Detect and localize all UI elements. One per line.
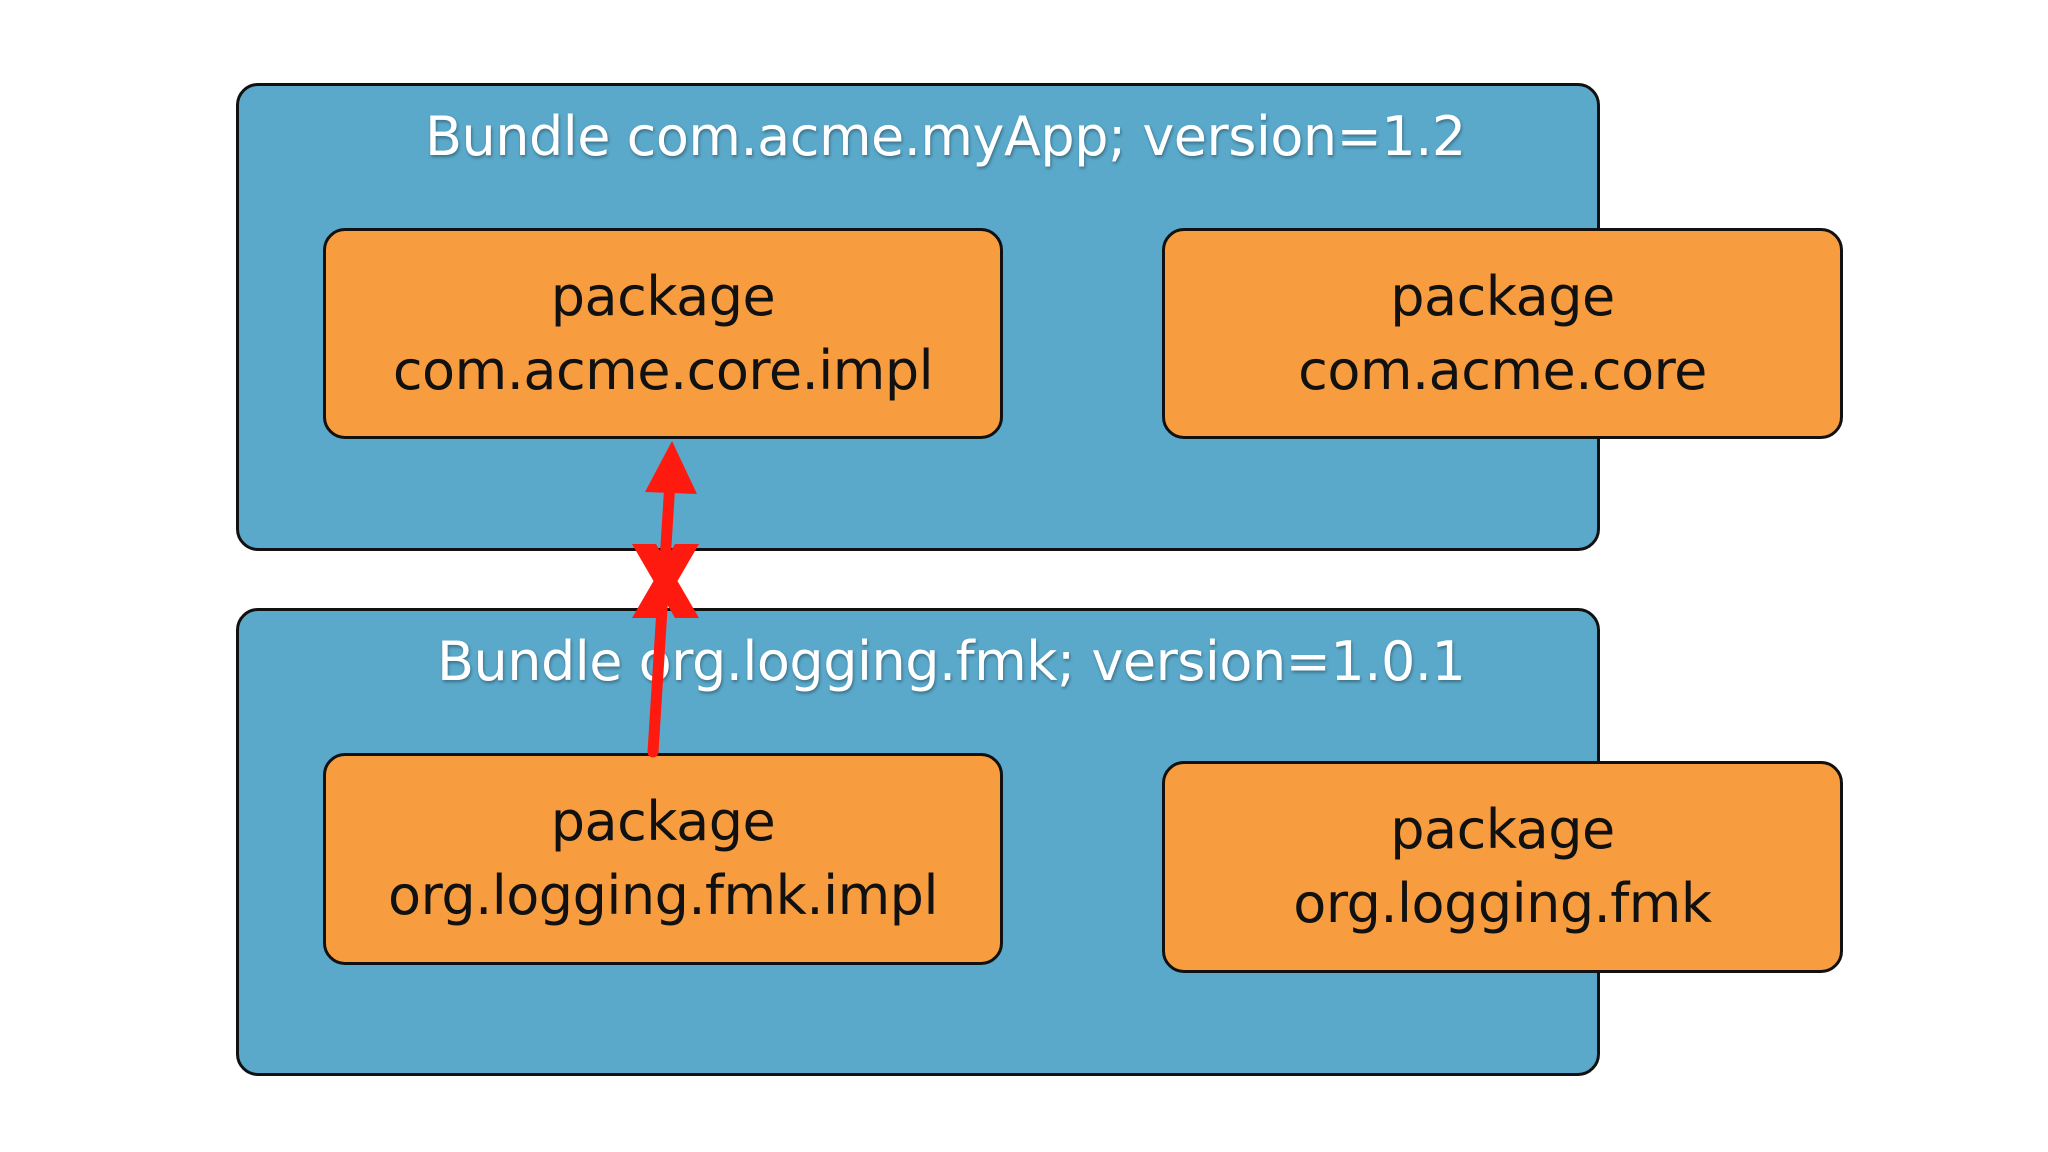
bundle-title-myapp: Bundle com.acme.myApp; version=1.2 (425, 105, 1466, 168)
package-keyword: package (550, 790, 776, 853)
bundle-title-logging: Bundle org.logging.fmk; version=1.0.1 (437, 630, 1466, 693)
package-keyword: package (550, 264, 776, 328)
package-keyword: package (1390, 798, 1615, 861)
package-name: com.acme.core (1298, 338, 1707, 402)
package-name: org.logging.fmk.impl (388, 864, 938, 927)
package-com-acme-core-impl: package com.acme.core.impl (323, 228, 1003, 439)
package-name: org.logging.fmk (1293, 872, 1712, 935)
package-org-logging-fmk-impl: package org.logging.fmk.impl (323, 753, 1003, 965)
package-keyword: package (1390, 264, 1615, 328)
package-com-acme-core: package com.acme.core (1162, 228, 1843, 439)
package-name: com.acme.core.impl (392, 338, 934, 402)
package-org-logging-fmk: package org.logging.fmk (1162, 761, 1843, 973)
blocked-x-icon (632, 544, 699, 618)
